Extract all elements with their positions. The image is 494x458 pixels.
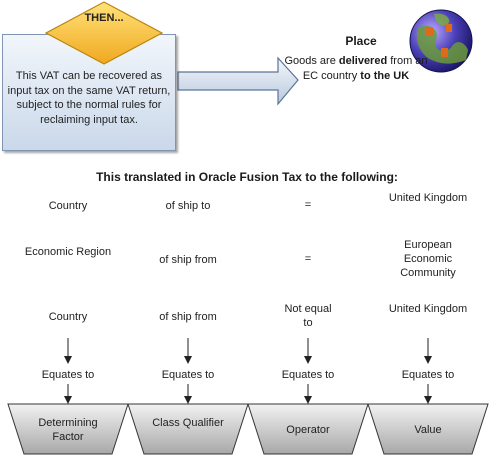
globe-icon <box>409 9 473 73</box>
arrow-down-icon <box>304 356 312 364</box>
column-operator: Operator <box>286 424 330 436</box>
equates-label: Equates to <box>281 369 335 381</box>
equates-label: Equates to <box>401 369 455 381</box>
row-2-value: European Economic Community <box>400 239 456 279</box>
place-text: Goods are delivered from an EC country t… <box>276 54 436 84</box>
arrow-down-icon <box>424 356 432 364</box>
row-1-factor: Country <box>48 200 88 212</box>
row-3-qualifier: of ship from <box>159 311 217 323</box>
trapezoid-shape <box>247 403 369 455</box>
place-title: Place <box>345 34 377 48</box>
then-label: THEN... <box>84 12 124 24</box>
arrow-right-icon <box>177 56 299 106</box>
row-1-qualifier: of ship to <box>165 200 211 212</box>
arrow-down-icon <box>424 396 432 404</box>
then-text: This VAT can be recovered as input tax o… <box>7 70 171 126</box>
trapezoid-shape <box>367 403 489 455</box>
row-2-operator: = <box>304 253 312 265</box>
section-heading: This translated in Oracle Fusion Tax to … <box>96 170 398 184</box>
place-text-part: Goods are <box>284 55 339 67</box>
column-class-qualifier: Class Qualifier <box>152 417 224 429</box>
row-3-factor: Country <box>48 311 88 323</box>
row-1-value: United Kingdom <box>388 192 468 204</box>
arrow-down-icon <box>184 356 192 364</box>
place-text-bold: delivered <box>338 55 388 67</box>
arrow-down-icon <box>184 396 192 404</box>
trapezoid-shape <box>7 403 129 455</box>
then-diamond <box>44 1 164 65</box>
column-determining-factor: Determining Factor <box>38 417 98 443</box>
row-1-operator: = <box>304 199 312 211</box>
row-3-operator: Not equal to <box>284 303 332 329</box>
row-3-value: United Kingdom <box>388 303 468 315</box>
arrow-down-icon <box>304 396 312 404</box>
equates-label: Equates to <box>161 369 215 381</box>
arrow-down-icon <box>64 356 72 364</box>
column-value: Value <box>414 424 442 436</box>
row-2-factor: Economic Region <box>24 246 112 258</box>
equates-label: Equates to <box>41 369 95 381</box>
place-text-part: from an EC country <box>302 55 428 82</box>
arrow-down-icon <box>64 396 72 404</box>
row-2-qualifier: of ship from <box>159 254 217 266</box>
trapezoid-shape <box>127 403 249 455</box>
place-text-bold: to the UK <box>360 70 410 82</box>
